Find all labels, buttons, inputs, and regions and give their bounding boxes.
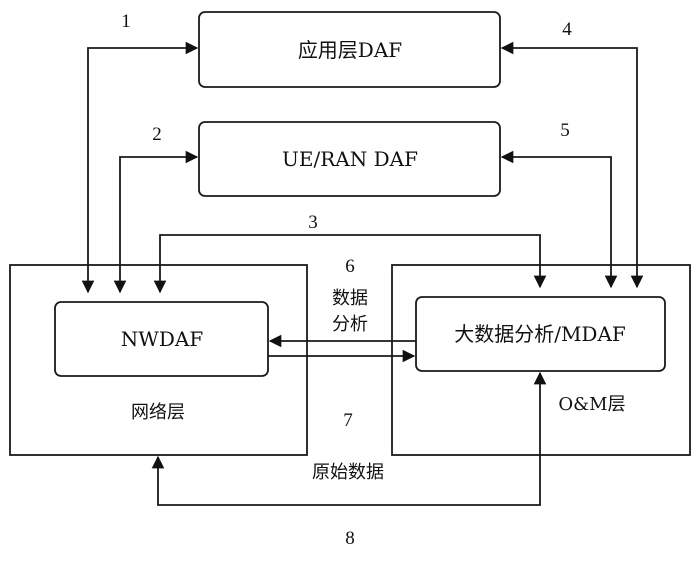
connector-8 (151, 371, 547, 506)
number-4: 4 (562, 19, 572, 40)
raw-data-label: 原始数据 (312, 462, 384, 483)
data-analysis-label-line1: 数据 (332, 288, 368, 309)
app-layer-daf-box (198, 11, 501, 88)
connector-5 (500, 150, 618, 289)
mdaf-label: 大数据分析/MDAF (454, 322, 626, 346)
om-layer-label: O&M层 (558, 394, 625, 415)
number-6: 6 (345, 256, 355, 277)
nwdaf-label: NWDAF (121, 327, 204, 351)
data-analysis-label-line2: 分析 (332, 314, 368, 335)
app-layer-daf-label: 应用层DAF (298, 38, 402, 62)
number-8: 8 (345, 528, 355, 549)
number-5: 5 (560, 120, 570, 141)
mdaf-box (415, 296, 666, 372)
ue-ran-daf-box (198, 121, 501, 197)
connector-2 (113, 150, 199, 294)
connector-1 (81, 41, 199, 294)
network-layer-label: 网络层 (131, 402, 185, 423)
number-1: 1 (121, 11, 131, 32)
number-7: 7 (343, 410, 353, 431)
connector-4 (500, 41, 644, 289)
number-2: 2 (152, 124, 162, 145)
number-3: 3 (308, 212, 318, 233)
ue-ran-daf-label: UE/RAN DAF (282, 147, 418, 171)
